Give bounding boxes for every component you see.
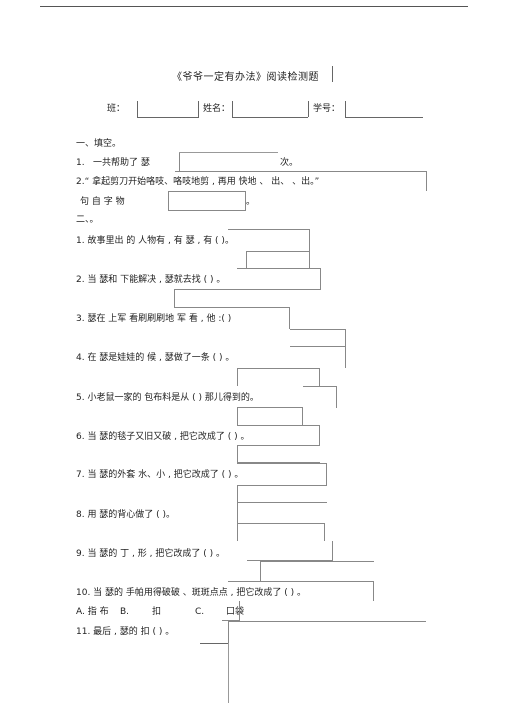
option-c-label: C. bbox=[195, 607, 205, 617]
q2-frame bbox=[175, 171, 427, 191]
s2-answer-10[interactable] bbox=[228, 581, 374, 601]
s2-item-5: 5. 小老鼠一家的 包布料是从 ( ) 那儿得到的。 bbox=[76, 393, 259, 403]
s2-answer-7[interactable] bbox=[237, 485, 327, 503]
q1-text: 一共帮助了 瑟 bbox=[93, 158, 150, 168]
s2-item-6: 6. 当 瑟的毯子又旧又破 , 把它改成了 ( ) 。 bbox=[76, 432, 250, 442]
s2-item-2: 2. 当 瑟和 下能解决 , 瑟就去找 ( ) 。 bbox=[76, 275, 226, 285]
option-b-text: 扣 bbox=[152, 607, 162, 617]
option-b-label: B. bbox=[120, 607, 130, 617]
name-field[interactable] bbox=[232, 117, 308, 118]
q2b-answer-box[interactable] bbox=[168, 191, 246, 211]
title-divider bbox=[332, 66, 333, 82]
q2b-text: 句 自 字 物 bbox=[80, 197, 125, 207]
s2-answer-4[interactable] bbox=[237, 368, 320, 386]
q1-suffix: 次。 bbox=[280, 158, 299, 168]
name-label: 姓名： bbox=[203, 104, 231, 114]
s2-answer-3[interactable] bbox=[290, 329, 346, 347]
q1-answer-box[interactable] bbox=[179, 152, 278, 172]
id-label: 学号： bbox=[313, 104, 341, 114]
s2-item-7: 7. 当 瑟的外套 水、小 , 把它改成了 ( ) 。 bbox=[76, 470, 244, 480]
q11-text: 11. 最后 , 瑟的 扣 ( ) 。 bbox=[76, 627, 175, 637]
class-label: 班： bbox=[107, 104, 126, 114]
s2-answer-6[interactable] bbox=[237, 445, 320, 463]
s2-answer-1[interactable] bbox=[246, 251, 310, 269]
q2-text: 2.“ 拿起剪刀开始咯吱、咯吱地剪 , 再用 快地 、 出、 、出。” bbox=[76, 177, 320, 187]
page-title: 《爷爷一定有办法》阅读检测题 bbox=[172, 72, 319, 83]
option-c-text: 口袋 bbox=[226, 607, 245, 617]
s2-answer-8[interactable] bbox=[237, 523, 325, 541]
s2-answer-2[interactable] bbox=[174, 289, 321, 307]
section1-heading: 一、填空。 bbox=[76, 139, 122, 149]
class-field[interactable] bbox=[137, 117, 199, 118]
section2-heading: 二、。 bbox=[76, 215, 99, 225]
q1-prefix: 1. bbox=[76, 158, 85, 168]
top-rule bbox=[40, 6, 468, 7]
s2-item-4: 4. 在 瑟是娃娃的 候 , 瑟做了一条 ( ) 。 bbox=[76, 353, 235, 363]
q2b-suffix: 。 bbox=[246, 197, 256, 207]
s2-item-9: 9. 当 瑟的 丁 , 形 , 把它改成了 ( ) 。 bbox=[76, 549, 225, 559]
s2-answer-9[interactable] bbox=[247, 541, 333, 561]
s2-answer-5[interactable] bbox=[237, 407, 303, 425]
id-field[interactable] bbox=[345, 117, 423, 118]
s2-item-10: 10. 当 瑟的 手帕用得破破 、斑斑点点 , 把它改成了 ( ) 。 bbox=[76, 588, 306, 598]
s2-item-1: 1. 故事里出 的 人物有 , 有 瑟 , 有 ( )。 bbox=[76, 236, 234, 246]
s2-item-3: 3. 瑟在 上军 看刷刷刷地 军 看 , 他 :( ) bbox=[76, 314, 232, 324]
option-a: A. 指 布 bbox=[76, 607, 109, 617]
s2-item-8: 8. 用 瑟的背心做了 ( )。 bbox=[76, 510, 176, 520]
q11-answer-box[interactable] bbox=[228, 621, 426, 643]
